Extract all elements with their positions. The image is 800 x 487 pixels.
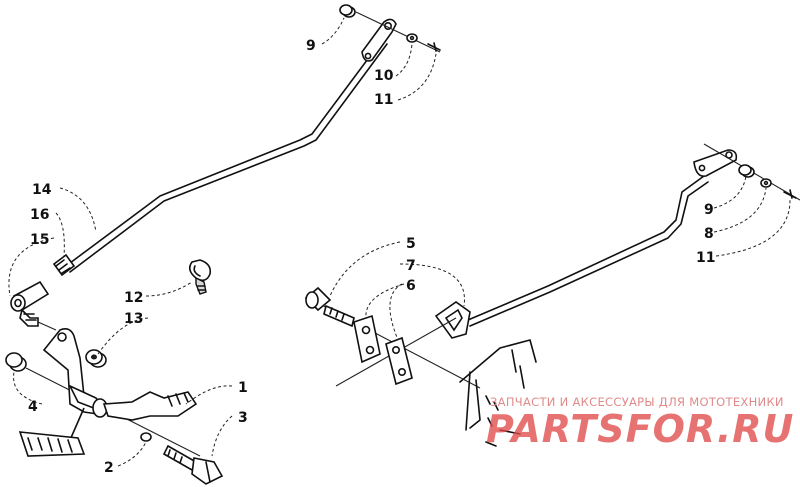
callout-10: 10 xyxy=(374,68,394,84)
callout-labels: 9 10 11 14 16 15 12 13 4 1 3 2 5 7 6 9 8… xyxy=(28,38,715,476)
leader-lines xyxy=(8,17,791,467)
callout-7: 7 xyxy=(406,258,416,274)
lower-nut-9 xyxy=(738,164,755,178)
upper-shift-rod xyxy=(65,39,388,273)
upper-rod-link-plate xyxy=(361,18,397,62)
callout-13: 13 xyxy=(124,311,143,327)
lower-cotter-pin-11 xyxy=(783,189,797,199)
bracket-plate-6a xyxy=(353,314,381,364)
callout-3: 3 xyxy=(238,410,248,426)
callout-2: 2 xyxy=(104,460,114,476)
nut-4 xyxy=(5,352,27,372)
callout-16: 16 xyxy=(30,207,49,223)
bracket-plate-6b xyxy=(385,336,413,386)
callout-11-upper: 11 xyxy=(374,92,393,108)
upper-cotter-pin-11 xyxy=(427,42,441,52)
callout-9-upper: 9 xyxy=(306,38,316,54)
lower-washer-inner xyxy=(763,180,769,186)
callout-5: 5 xyxy=(406,236,416,252)
bolt-3 xyxy=(162,444,224,485)
watermark: ЗАПЧАСТИ И АКСЕССУАРЫ ДЛЯ МОТОТЕХНИКИ PA… xyxy=(486,395,794,451)
upper-pivot-axis xyxy=(355,11,441,53)
rod-adjuster-16 xyxy=(52,253,76,277)
lower-shift-rod xyxy=(467,175,709,327)
bolt-5 xyxy=(304,286,355,328)
washer-2 xyxy=(140,432,152,442)
upper-washer-inner xyxy=(409,35,415,41)
upper-nut-9 xyxy=(339,4,356,18)
callout-4: 4 xyxy=(28,399,38,415)
callout-9-lower: 9 xyxy=(704,202,714,218)
spring-clip-12 xyxy=(188,259,212,295)
callout-12: 12 xyxy=(124,290,143,306)
ball-joint-15 xyxy=(10,280,57,331)
callout-1: 1 xyxy=(238,380,248,396)
frame-section xyxy=(459,339,537,447)
callout-8: 8 xyxy=(704,226,714,242)
callout-15: 15 xyxy=(30,232,49,248)
callout-6: 6 xyxy=(406,278,416,294)
callout-11-lower: 11 xyxy=(696,250,715,266)
callout-14: 14 xyxy=(32,182,52,198)
watermark-tagline: ЗАПЧАСТИ И АКСЕССУАРЫ ДЛЯ МОТОТЕХНИКИ xyxy=(490,395,784,409)
shift-lever-1 xyxy=(18,328,198,457)
bushing-13 xyxy=(85,349,107,368)
lower-rod-link-plate xyxy=(693,149,738,178)
watermark-brand: PARTSFOR.RU xyxy=(486,407,794,451)
